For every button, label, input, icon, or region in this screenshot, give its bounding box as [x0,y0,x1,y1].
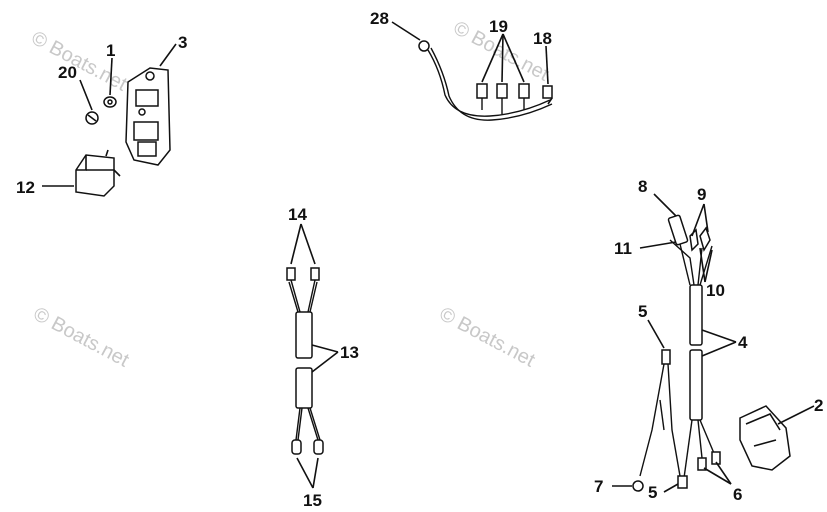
watermark-mid-left: © Boats.net [30,303,133,372]
callout-19: 19 [489,17,508,36]
callout-2: 2 [814,396,823,415]
callout-11: 11 [614,239,632,258]
callout-13: 13 [340,343,359,362]
callout-5-top: 5 [638,302,647,321]
callout-3: 3 [178,33,187,52]
trim-motor-part [739,405,791,471]
callout-10: 10 [706,281,725,300]
callout-7: 7 [594,477,603,496]
watermark-mid-center: © Boats.net [436,303,539,372]
top-harness-part [418,40,553,121]
callout-9: 9 [697,185,706,204]
callout-8: 8 [638,177,647,196]
callout-6: 6 [733,485,742,504]
callout-4: 4 [738,333,748,352]
extension-harness-part [286,267,324,455]
washer-part [103,96,117,108]
watermark-top-left: © Boats.net [28,27,131,96]
terminal-block-part [125,67,171,166]
callout-18: 18 [533,29,552,48]
callout-14: 14 [288,205,307,224]
callout-1: 1 [106,41,115,60]
callout-5-bottom: 5 [648,483,657,502]
screw-part [85,111,99,125]
callout-12: 12 [16,178,35,197]
main-harness-part [632,214,721,492]
callout-15: 15 [303,491,322,510]
relay-part [75,149,121,197]
callout-28: 28 [370,9,389,28]
callout-20: 20 [58,63,77,82]
